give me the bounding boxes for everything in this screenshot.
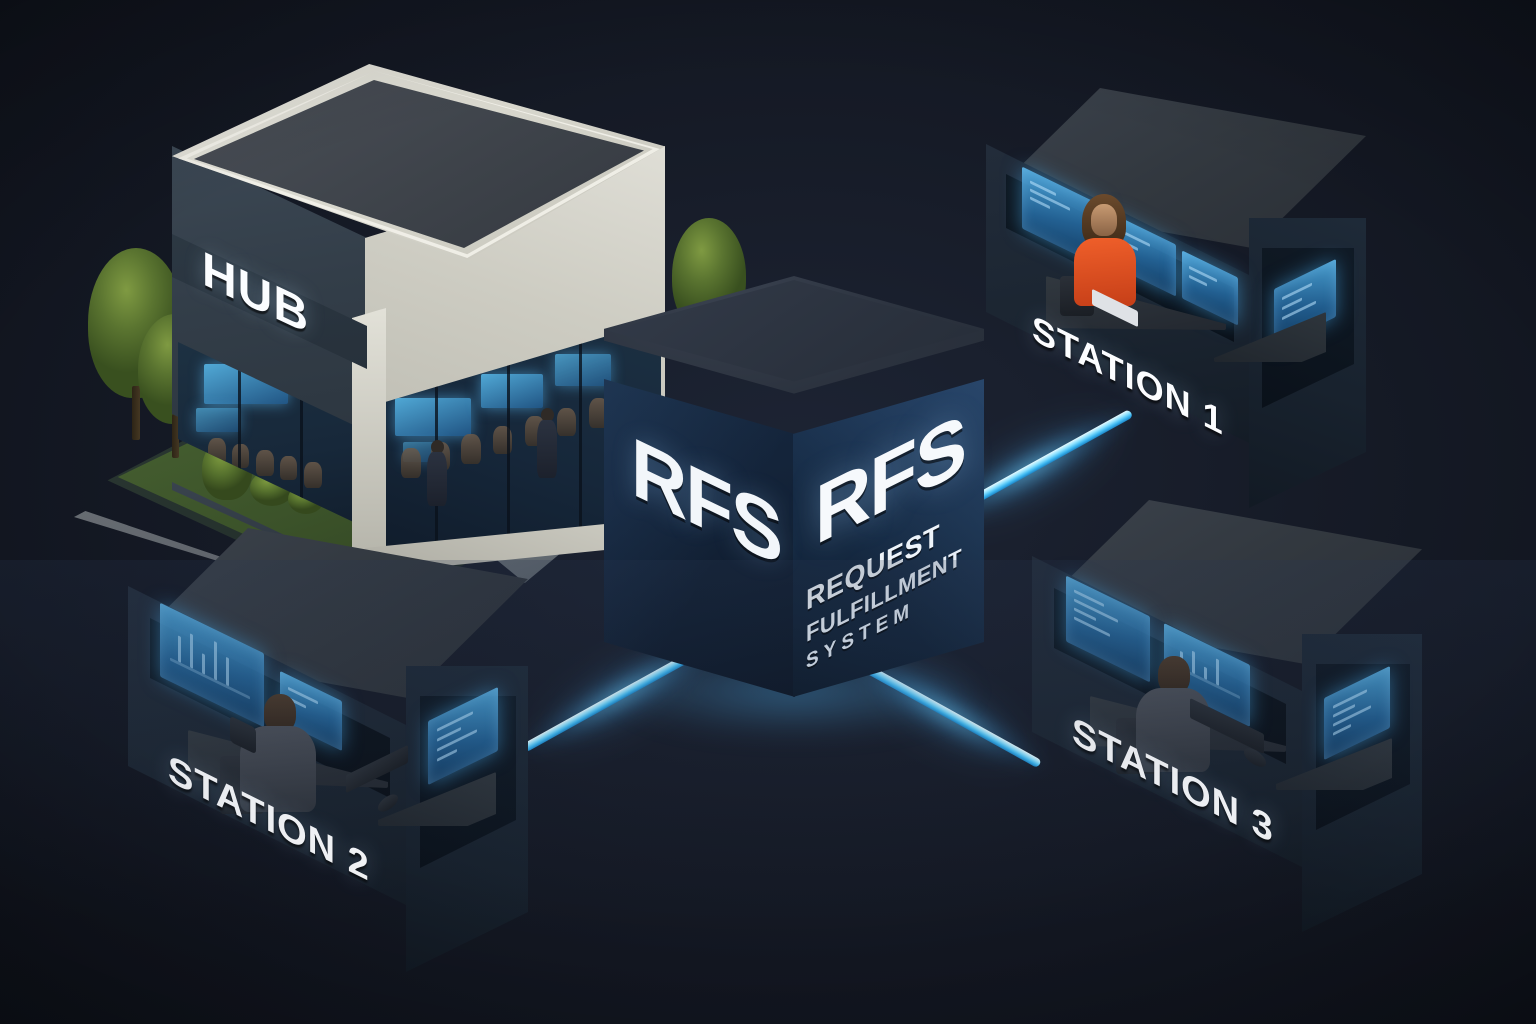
station-1[interactable]: STATION 1: [986, 88, 1386, 488]
station-2[interactable]: STATION 2: [128, 528, 548, 958]
station-3[interactable]: STATION 3: [1032, 500, 1442, 920]
rfs-core-cube[interactable]: RFS RFS REQUEST FULFILLMENT SYSTEM: [544, 276, 1044, 751]
pedestrian-2: [536, 408, 558, 478]
station-1-operator: [1070, 194, 1140, 306]
pedestrian-1: [426, 440, 448, 506]
